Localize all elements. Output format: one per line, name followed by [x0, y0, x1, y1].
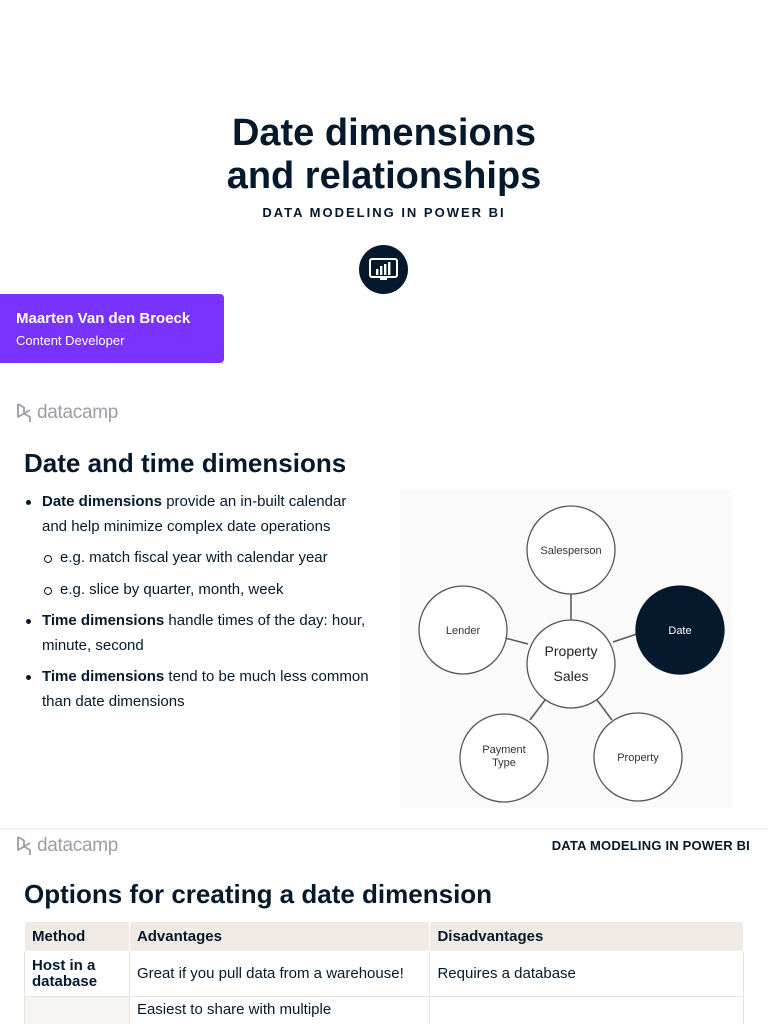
slide-heading: Options for creating a date dimension — [24, 879, 493, 909]
bullet-time-dimensions: Time dimensions handle times of the day:… — [24, 609, 374, 658]
node-salesperson — [526, 505, 616, 595]
column-header: Method — [24, 921, 130, 952]
course-subtitle: DATA MODELING IN POWER BI — [262, 205, 506, 220]
presenter-card: Maarten Van den Broeck Content Developer — [0, 294, 224, 363]
datacamp-logo-icon — [17, 836, 31, 855]
table-row: Easiest to share with multiple — [24, 996, 744, 1024]
presenter-name: Maarten Van den Broeck — [16, 310, 191, 327]
bullet-text: tend to be much less common than date di… — [42, 668, 369, 710]
column-header: Disadvantages — [429, 921, 744, 952]
table-cell-method — [24, 996, 130, 1024]
node-salesperson-label: Salesperson — [540, 545, 601, 557]
connector-property — [596, 699, 613, 721]
table-cell-disadvantages — [429, 996, 744, 1024]
course-tag: DATA MODELING IN POWER BI — [551, 838, 750, 853]
table-cell-disadvantages: Requires a database — [429, 951, 744, 997]
slide-title-line1: Date dimensions — [231, 112, 537, 154]
node-property-sales-label2: Sales — [553, 668, 588, 684]
slide-heading: Date and time dimensions — [24, 448, 347, 478]
table-cell-advantages: Easiest to share with multiple — [128, 996, 431, 1024]
bullet-time-dimensions-less-common: Time dimensions tend to be much less com… — [24, 665, 374, 714]
column-header: Advantages — [128, 921, 431, 952]
sub-bullet-fiscal-year: e.g. match fiscal year with calendar yea… — [24, 546, 374, 571]
node-property-sales-label1: Property — [545, 643, 598, 659]
node-date-label: Date — [668, 625, 691, 637]
slide-title-line2: and relationships — [226, 155, 542, 197]
date-time-dimensions-slide: datacamp Date and time dimensions Date d… — [0, 388, 768, 828]
node-lender-label: Lender — [446, 625, 481, 637]
power-bi-icon — [359, 245, 408, 294]
node-lender — [418, 585, 508, 675]
datacamp-logo-text: datacamp — [37, 835, 119, 856]
table-cell-method: Host in a database — [24, 951, 130, 997]
bullet-list: Date dimensions provide an in-built cale… — [24, 490, 374, 721]
connector-payment — [529, 699, 546, 721]
bullet-text: handle times of the day: hour, minute, s… — [42, 612, 366, 654]
slide-divider — [0, 828, 768, 829]
connector-date — [612, 633, 638, 643]
star-schema-diagram: Salesperson Lender Property Sales Date P… — [400, 490, 732, 808]
node-property-label: Property — [617, 752, 659, 764]
table-cell-advantages: Great if you pull data from a warehouse! — [128, 951, 431, 997]
connector-lender — [504, 637, 529, 645]
title-slide: Date dimensions and relationships DATA M… — [0, 0, 768, 384]
datacamp-logo: datacamp — [16, 402, 118, 424]
datacamp-logo: datacamp — [16, 835, 118, 857]
node-payment-type-label1: Payment — [482, 744, 525, 756]
bullet-text: provide an in-built calendar and help mi… — [42, 493, 347, 535]
table-row: Host in a database Great if you pull dat… — [24, 951, 744, 997]
node-property-sales — [526, 619, 616, 709]
bullet-strong: Time dimensions — [42, 612, 165, 629]
options-table: Method Advantages Disadvantages Host in … — [24, 921, 744, 1024]
sub-bullet-slice: e.g. slice by quarter, month, week — [24, 578, 374, 603]
bullet-date-dimensions: Date dimensions provide an in-built cale… — [24, 490, 374, 539]
bullet-strong: Date dimensions — [42, 493, 163, 510]
datacamp-logo-text: datacamp — [37, 402, 119, 423]
node-payment-type — [459, 713, 549, 803]
bullet-strong: Time dimensions — [42, 668, 165, 685]
slide-title: Date dimensions and relationships — [0, 112, 768, 198]
node-payment-type-label2: Type — [492, 757, 516, 769]
table-header-row: Method Advantages Disadvantages — [24, 921, 744, 952]
date-dimension-options-slide: datacamp DATA MODELING IN POWER BI Optio… — [0, 829, 768, 1024]
node-date — [635, 585, 725, 675]
presenter-role: Content Developer — [16, 333, 125, 348]
node-property — [593, 712, 683, 802]
datacamp-logo-icon — [17, 403, 31, 422]
